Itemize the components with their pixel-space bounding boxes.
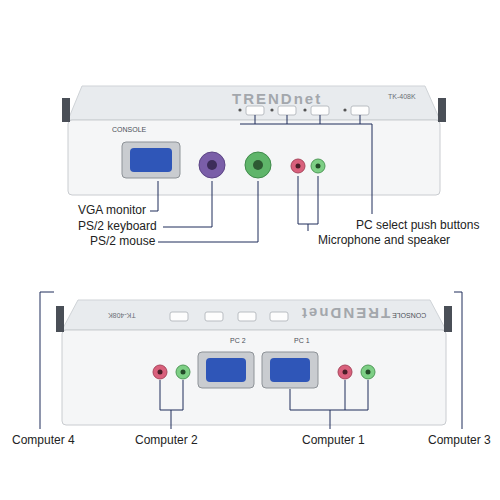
side-port bbox=[438, 98, 446, 122]
callout-label: Computer 2 bbox=[135, 434, 198, 448]
vga-port bbox=[198, 352, 254, 388]
callout-label: Computer 1 bbox=[302, 434, 365, 448]
ps2-mouse-port bbox=[245, 152, 271, 178]
port-label: PC 2 bbox=[230, 337, 246, 345]
side-port bbox=[62, 98, 70, 122]
speaker-jack bbox=[311, 159, 325, 173]
callout-label: PS/2 keyboard bbox=[78, 220, 157, 234]
port-label: CONSOLE bbox=[112, 126, 146, 134]
device-front bbox=[62, 330, 446, 425]
mic-jack bbox=[153, 365, 167, 379]
speaker-jack bbox=[176, 365, 190, 379]
push-buttons bbox=[238, 106, 369, 115]
callout-label: Computer 3 bbox=[428, 434, 491, 448]
mic-jack bbox=[338, 365, 352, 379]
side-port bbox=[444, 306, 452, 332]
callout-label: PS/2 mouse bbox=[90, 235, 155, 249]
callout-label: VGA monitor bbox=[78, 204, 146, 218]
model-number: TK-408K bbox=[388, 93, 416, 101]
port-label: CONSOLE bbox=[392, 311, 426, 319]
side-port bbox=[56, 306, 64, 332]
brand-logo: TRENDnet bbox=[232, 90, 322, 107]
vga-port bbox=[262, 352, 318, 388]
push-buttons bbox=[170, 312, 288, 321]
callout-label: Microphone and speaker bbox=[318, 234, 450, 248]
leader-lines bbox=[40, 292, 462, 429]
mic-jack bbox=[291, 159, 305, 173]
brand-logo: TRENDnet bbox=[300, 305, 390, 322]
ps2-keyboard-port bbox=[199, 152, 225, 178]
callout-label: Computer 4 bbox=[12, 434, 75, 448]
vga-port-inner bbox=[130, 148, 172, 172]
device-top bbox=[62, 300, 446, 330]
device-front bbox=[68, 120, 440, 195]
device-top bbox=[68, 86, 440, 120]
port-label: PC 1 bbox=[294, 337, 310, 345]
model-number: TK-408K bbox=[108, 311, 136, 319]
vga-port bbox=[122, 142, 180, 178]
callout-label: PC select push buttons bbox=[356, 219, 479, 233]
speaker-jack bbox=[361, 365, 375, 379]
leader-lines bbox=[150, 115, 372, 242]
